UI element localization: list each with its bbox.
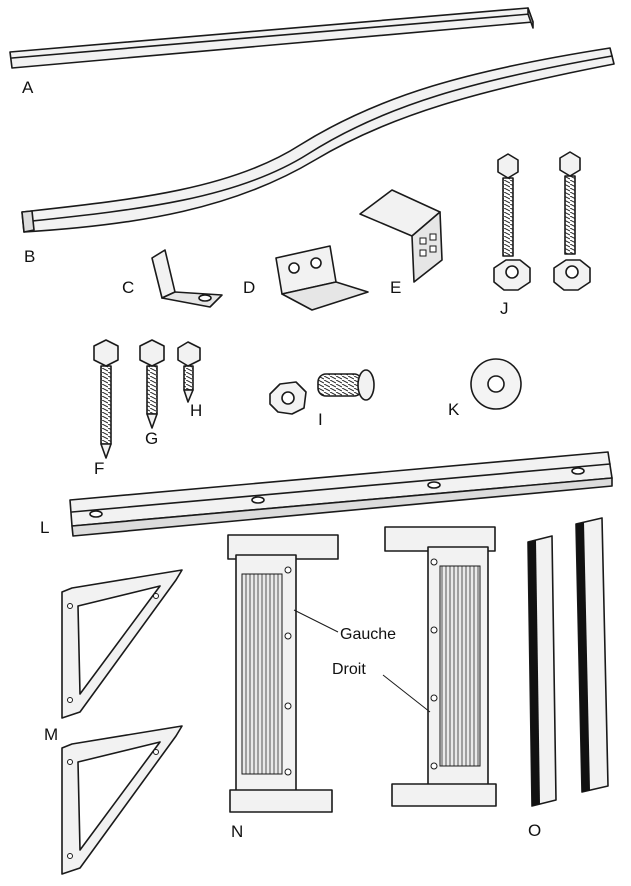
label-part-i: I	[318, 410, 323, 429]
label-part-j: J	[500, 299, 509, 318]
part-a-rail	[9, 7, 534, 69]
label-part-a: A	[22, 78, 34, 97]
part-m-triangle-brackets	[61, 569, 183, 875]
label-part-e: E	[390, 278, 401, 297]
label-part-k: K	[448, 400, 460, 419]
callout-right-panel: Droit	[332, 661, 366, 678]
label-part-h: H	[190, 401, 202, 420]
label-part-f: F	[94, 459, 104, 478]
label-part-b: B	[24, 247, 35, 266]
label-part-c: C	[122, 278, 134, 297]
label-part-l: L	[40, 518, 49, 537]
label-part-d: D	[243, 278, 255, 297]
part-j-bolts-with-nuts	[493, 151, 591, 291]
part-f-lag-screw	[93, 339, 119, 459]
part-i-nut-and-bolt	[269, 369, 375, 415]
part-g-lag-screw	[139, 339, 165, 429]
part-c-angle-bracket	[151, 249, 223, 308]
label-part-m: M	[44, 725, 58, 744]
label-part-n: N	[231, 822, 243, 841]
part-k-washer	[470, 358, 522, 410]
part-l-channel-rail	[69, 451, 613, 537]
part-h-lag-screw	[177, 341, 201, 403]
part-b-curved-rail	[21, 47, 615, 233]
part-e-bracket	[359, 189, 443, 283]
label-part-o: O	[528, 821, 541, 840]
part-o-channel-strips	[527, 517, 609, 807]
callout-left-panel: Gauche	[340, 626, 396, 643]
part-n-side-panels	[227, 526, 497, 813]
label-part-g: G	[145, 429, 158, 448]
part-d-angle-bracket	[275, 245, 369, 311]
